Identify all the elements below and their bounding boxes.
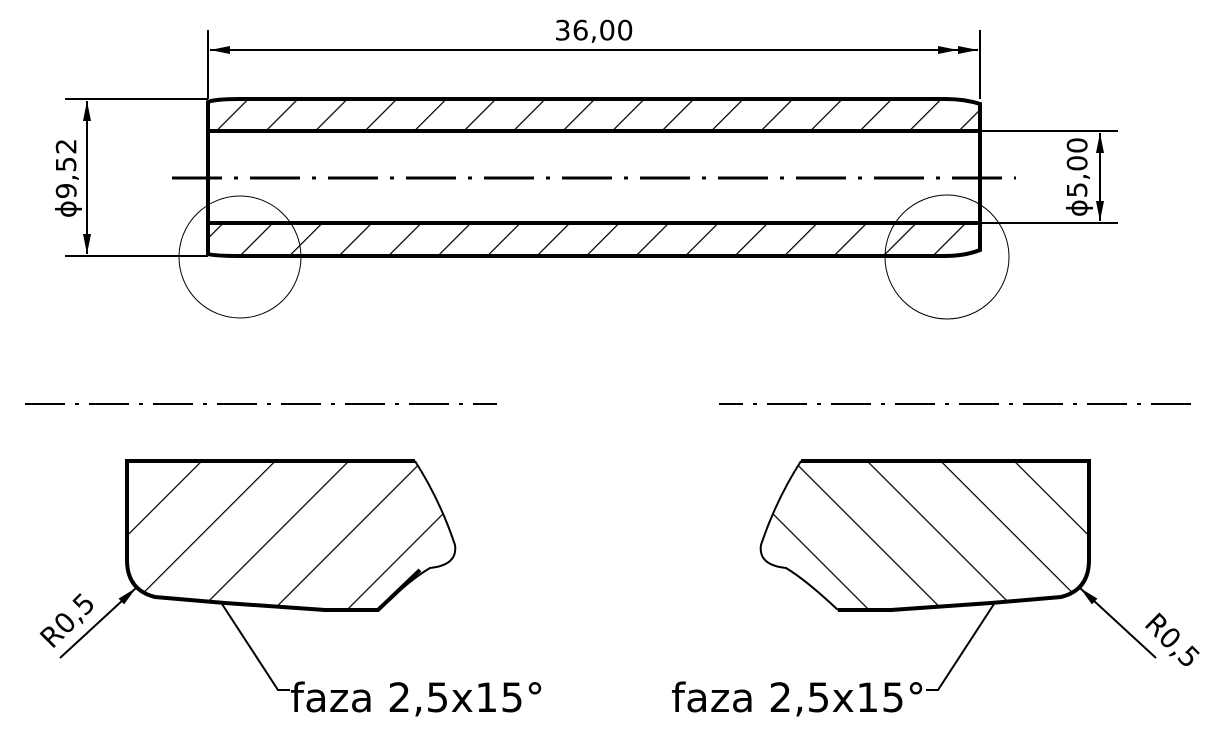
detail-left: R0,5 faza 2,5x15° — [25, 403, 545, 722]
length-dimension: 36,00 — [207, 14, 981, 99]
detail-right: R0,5 faza 2,5x15° — [671, 403, 1207, 722]
lower-wall-hatch — [208, 223, 980, 256]
left-break-line — [389, 460, 457, 601]
part-outline — [206, 97, 982, 258]
right-chamfer-label: faza 2,5x15° — [671, 676, 926, 722]
inner-diameter-dimension: ϕ5,00 — [980, 130, 1118, 224]
left-detail-outline — [125, 459, 422, 612]
right-radius-label: R0,5 — [1138, 607, 1207, 676]
right-break-line — [759, 460, 839, 611]
right-radius-leader — [1079, 587, 1157, 659]
length-dim-text: 36,00 — [554, 14, 634, 47]
left-chamfer-label: faza 2,5x15° — [290, 676, 545, 722]
outer-diameter-dimension: ϕ9,52 — [50, 98, 208, 257]
inner-diameter-text: ϕ5,00 — [1061, 137, 1094, 218]
right-hatch — [760, 461, 1089, 610]
detail-circle-right — [884, 194, 1010, 320]
right-chamfer-leader — [926, 603, 995, 691]
main-section-view — [172, 97, 1016, 320]
left-radius-leader — [59, 587, 137, 659]
right-detail-outline — [801, 459, 1091, 612]
left-chamfer-leader — [221, 603, 290, 691]
left-radius-label: R0,5 — [34, 586, 103, 655]
left-hatch — [127, 461, 456, 610]
outer-diameter-text: ϕ9,52 — [50, 138, 83, 219]
upper-wall-hatch — [208, 99, 980, 131]
